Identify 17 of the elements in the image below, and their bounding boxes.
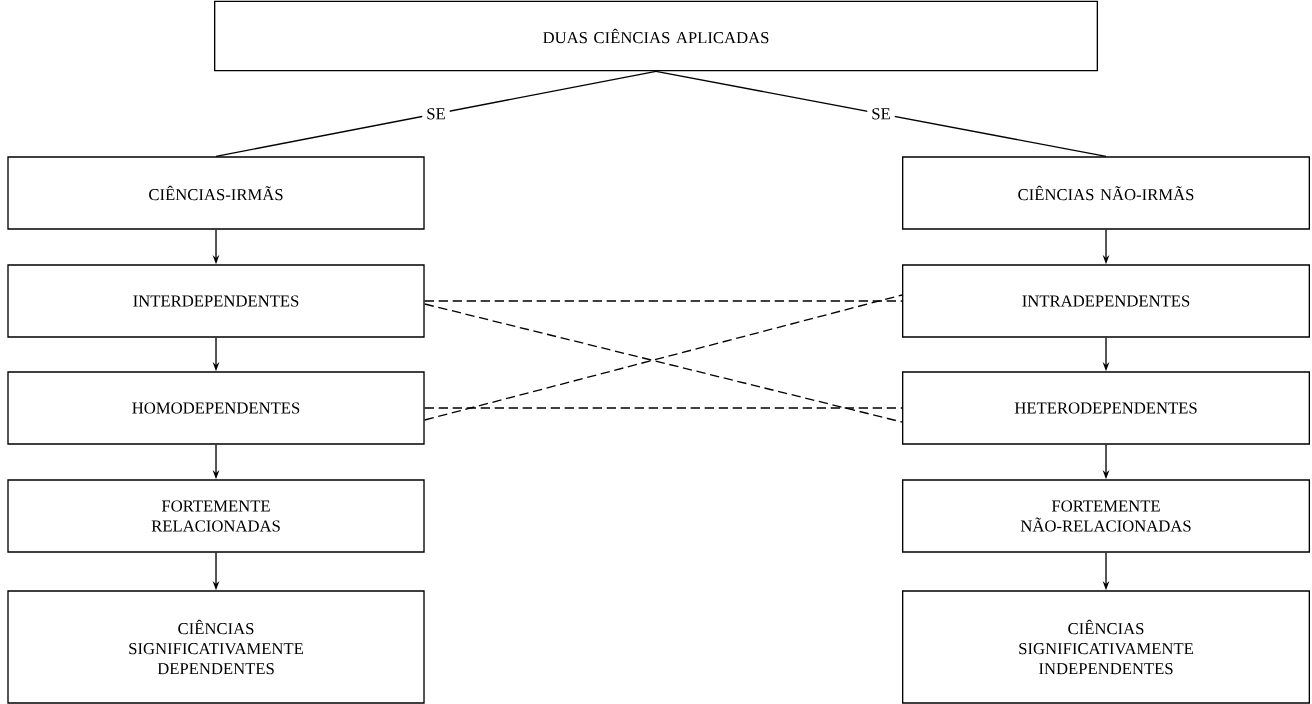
concept-box: FORTEMENTE NÃO-RELACIONADAS xyxy=(902,479,1310,553)
title-box: DUAS CIÊNCIAS APLICADAS xyxy=(214,0,1098,72)
concept-box: INTERDEPENDENTES xyxy=(7,264,425,338)
edge-label: SE xyxy=(422,104,450,124)
connector-line xyxy=(655,70,1107,157)
concept-box: INTRADEPENDENTES xyxy=(902,264,1310,338)
concept-box: CIÊNCIAS SIGNIFICATIVAMENTE DEPENDENTES xyxy=(7,590,425,704)
dashed-line xyxy=(424,407,903,409)
connector-line xyxy=(215,70,657,157)
concept-box: CIÊNCIAS NÃO-IRMÃS xyxy=(902,156,1310,230)
concept-box: FORTEMENTE RELACIONADAS xyxy=(7,479,425,553)
concept-box: CIÊNCIAS-IRMÃS xyxy=(7,156,425,230)
edge-label: SE xyxy=(867,104,895,124)
concept-box: CIÊNCIAS SIGNIFICATIVAMENTE INDEPENDENTES xyxy=(902,590,1310,704)
concept-box: HOMODEPENDENTES xyxy=(7,371,425,445)
concept-box: HETERODEPENDENTES xyxy=(902,371,1310,445)
dashed-line xyxy=(424,300,903,302)
